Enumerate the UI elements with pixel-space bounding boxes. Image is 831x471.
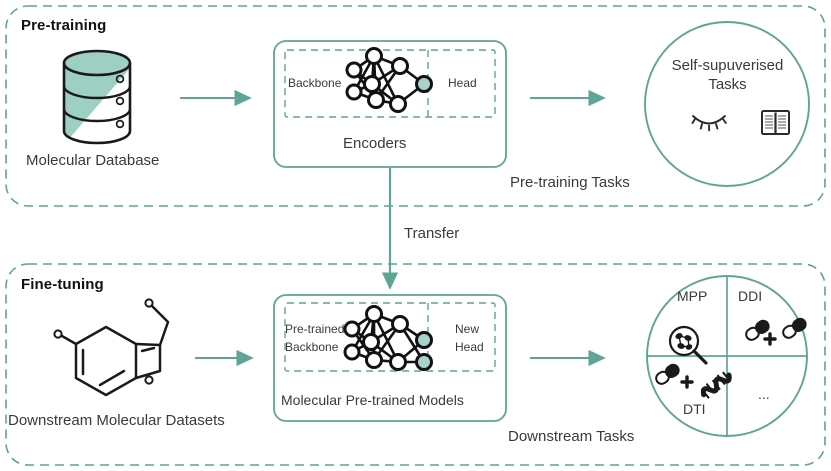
transfer-label: Transfer (404, 225, 460, 242)
models-inner-dashed-box (284, 302, 496, 372)
pill-plus-protein-icon (655, 363, 732, 399)
open-book-icon (761, 110, 790, 135)
quadrant-label-dti: DTI (683, 401, 706, 417)
pretraining-section-title: Pre-training (21, 17, 107, 34)
head-node-top (415, 75, 433, 93)
new-head-node-1 (415, 331, 433, 349)
new-head-label-line2: Head (455, 340, 484, 354)
quadrant-label-mpp: MPP (677, 288, 708, 304)
pretraining-tasks-caption: Pre-training Tasks (510, 174, 630, 191)
neural-network-nodes-top (345, 47, 433, 113)
closed-eye-mask-icon (691, 115, 727, 132)
downstream-tasks-caption: Downstream Tasks (508, 428, 635, 445)
database-cylinder-icon (62, 49, 132, 145)
encoders-inner-dashed-box (284, 49, 496, 118)
selfsupervised-tasks-title-line2: Tasks (708, 76, 747, 93)
downstream-datasets-caption: Downstream Molecular Datasets (8, 412, 225, 429)
benzofuran-molecule-icon (53, 298, 170, 397)
backbone-label: Backbone (288, 76, 342, 90)
pretraining-panel-border (5, 5, 826, 207)
new-head-node-2 (415, 353, 433, 371)
finetuning-panel-border (5, 263, 826, 466)
new-head-label-line1: New (455, 322, 480, 336)
molecular-database-caption: Molecular Database (26, 152, 160, 169)
protein-helix (700, 371, 732, 399)
encoders-box-caption: Encoders (343, 135, 407, 152)
finetuning-section-title: Fine-tuning (21, 276, 104, 293)
magnifier-molecule-icon (668, 325, 708, 365)
pretrained-backbone-label-line2: Backbone (285, 340, 339, 354)
pretrained-models-box-caption: Molecular Pre-trained Models (281, 392, 464, 408)
selfsupervised-tasks-circle (644, 21, 810, 187)
plus-sign-dti (680, 375, 694, 389)
neural-network-nodes-bottom (343, 305, 433, 371)
plus-sign-ddi (763, 332, 777, 346)
quadrant-dividers (647, 276, 807, 436)
quadrant-label-ddi: DDI (738, 288, 763, 304)
selfsupervised-tasks-title-line1: Self-supuverised (671, 57, 784, 74)
pretrained-backbone-label-line1: Pre-trained (285, 322, 345, 336)
pill-plus-pill-icon (745, 317, 807, 346)
quadrant-label-ellipsis: ... (758, 386, 770, 402)
head-label: Head (448, 76, 477, 90)
